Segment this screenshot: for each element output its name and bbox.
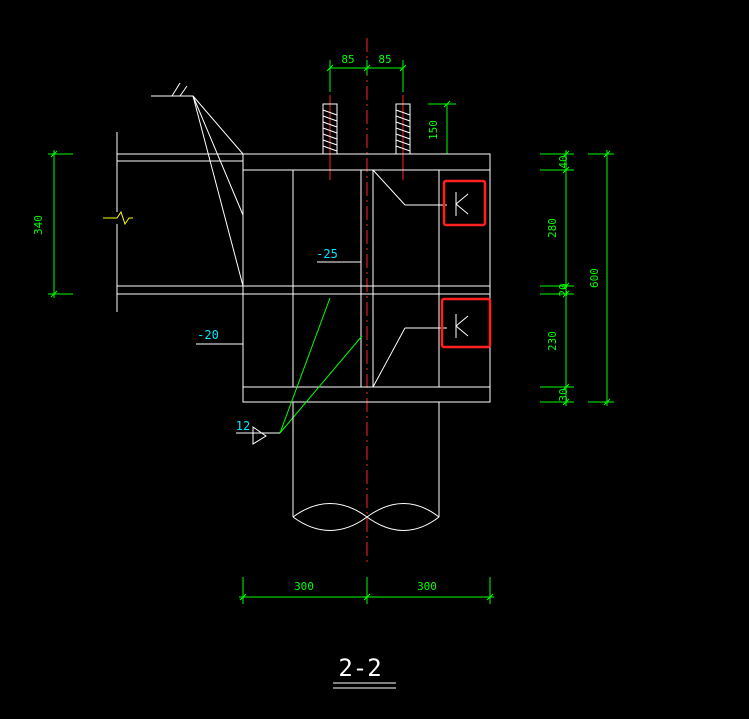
weld-symbol-upper	[442, 179, 487, 227]
plate-label-25: -25	[316, 247, 361, 263]
right-dimensions: 40 280 20 230 30 600	[540, 150, 614, 406]
dim-right-seg-3: 20	[557, 283, 570, 296]
weld-symbol-lower	[440, 297, 492, 349]
label-plate-20: -20	[197, 328, 219, 342]
section-title-text: 2-2	[338, 654, 381, 682]
label-plate-25: -25	[316, 247, 338, 261]
dim-right-seg-2: 280	[546, 218, 559, 238]
red-highlight-box-upper	[442, 179, 487, 227]
dim-top-left: 85	[341, 53, 354, 66]
dim-right-seg-1: 40	[557, 155, 570, 168]
bottom-dimension: 300 300	[239, 577, 494, 604]
dim-bottom-left: 300	[294, 580, 314, 593]
weld-leader-12: 12	[236, 297, 363, 445]
top-dimension: 85 85	[326, 53, 407, 92]
dim-right-seg-5: 30	[557, 388, 570, 401]
red-highlight-box-lower	[440, 297, 492, 349]
label-weld-12: 12	[236, 419, 250, 433]
dim-left-height: 340	[32, 215, 45, 235]
dim-bolt-height: 150	[427, 120, 440, 140]
left-dimension: 340	[32, 150, 73, 298]
dim-top-right: 85	[378, 53, 391, 66]
column-pipe	[292, 402, 440, 531]
dim-right-seg-4: 230	[546, 331, 559, 351]
bolt-height-dimension: 150	[427, 100, 456, 154]
weld-leader-top	[151, 82, 244, 287]
dim-right-total: 600	[588, 268, 601, 288]
plate-label-20: -20	[196, 328, 243, 345]
break-line	[103, 210, 133, 226]
base-box	[242, 153, 491, 403]
dim-bottom-right: 300	[417, 580, 437, 593]
left-beam	[103, 132, 243, 312]
section-title: 2-2	[333, 654, 396, 689]
